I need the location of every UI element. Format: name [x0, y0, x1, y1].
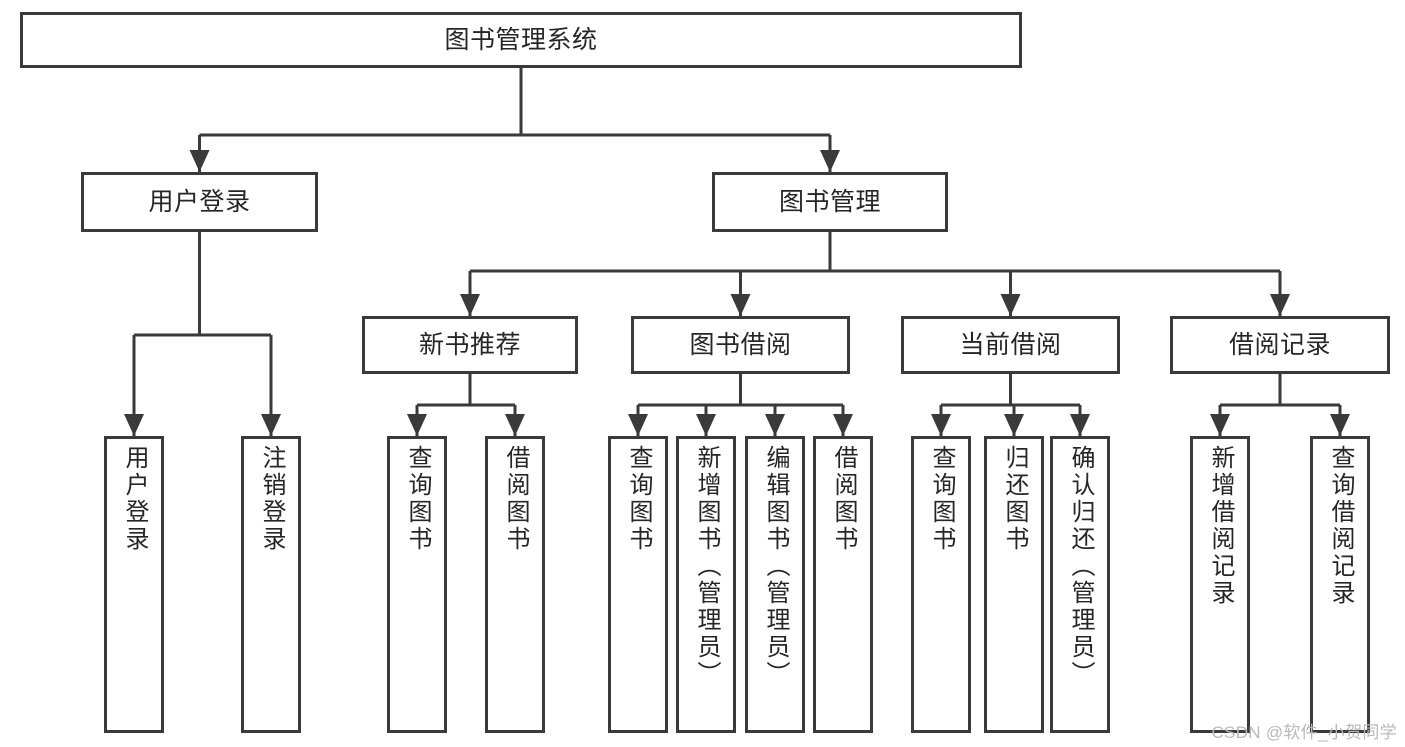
node-leaf9[interactable]: 查询图书	[911, 436, 971, 733]
node-label: 用户登录	[121, 445, 148, 553]
node-bookmgmt[interactable]: 图书管理	[712, 172, 948, 232]
arrowhead-leaf2	[261, 414, 281, 436]
node-label: 图书管理	[778, 188, 881, 216]
node-root[interactable]: 图书管理系统	[20, 12, 1022, 68]
node-label: 查询借阅记录	[1327, 445, 1354, 607]
node-label: 归还图书	[1001, 445, 1028, 553]
node-label: 借阅图书	[502, 445, 529, 553]
node-label: 新增图书（管理员）	[693, 445, 720, 688]
node-label: 查询图书	[625, 445, 652, 553]
arrowhead-records	[1270, 294, 1290, 316]
arrowhead-leaf12	[1210, 414, 1230, 436]
watermark-text: CSDN @软件_小贺同学	[1211, 723, 1397, 742]
node-label: 新书推荐	[418, 331, 521, 359]
node-label: 借阅图书	[830, 445, 857, 553]
node-leaf4[interactable]: 借阅图书	[485, 436, 545, 733]
node-leaf13[interactable]: 查询借阅记录	[1310, 436, 1370, 733]
node-leaf6[interactable]: 新增图书（管理员）	[676, 436, 736, 733]
node-leaf1[interactable]: 用户登录	[104, 436, 164, 733]
node-leaf11[interactable]: 确认归还（管理员）	[1050, 436, 1110, 733]
node-label: 借阅记录	[1228, 331, 1331, 359]
arrowhead-leaf8	[833, 414, 853, 436]
node-leaf2[interactable]: 注销登录	[241, 436, 301, 733]
arrowhead-leaf3	[407, 414, 427, 436]
node-leaf5[interactable]: 查询图书	[608, 436, 668, 733]
arrowhead-leaf11	[1070, 414, 1090, 436]
node-label: 用户登录	[148, 188, 251, 216]
node-label: 图书管理系统	[444, 26, 598, 54]
node-leaf3[interactable]: 查询图书	[387, 436, 447, 733]
arrowhead-leaf4	[505, 414, 525, 436]
arrowhead-bookmgmt	[820, 150, 840, 172]
node-leaf8[interactable]: 借阅图书	[813, 436, 873, 733]
node-leaf7[interactable]: 编辑图书（管理员）	[745, 436, 805, 733]
arrowhead-newbook	[460, 294, 480, 316]
node-label: 查询图书	[404, 445, 431, 553]
arrowhead-leaf6	[696, 414, 716, 436]
node-leaf12[interactable]: 新增借阅记录	[1190, 436, 1250, 733]
node-label: 注销登录	[258, 445, 285, 553]
arrowhead-leaf10	[1004, 414, 1024, 436]
node-label: 查询图书	[928, 445, 955, 553]
node-label: 编辑图书（管理员）	[762, 445, 789, 688]
arrowhead-login	[189, 150, 210, 172]
node-label: 图书借阅	[689, 331, 792, 359]
arrowhead-leaf1	[124, 414, 144, 436]
arrowhead-leaf5	[628, 414, 648, 436]
arrowhead-leaf7	[765, 414, 785, 436]
arrowhead-borrow	[730, 294, 751, 316]
node-borrow[interactable]: 图书借阅	[631, 316, 850, 374]
node-current[interactable]: 当前借阅	[901, 316, 1120, 374]
node-label: 当前借阅	[959, 331, 1062, 359]
node-label: 确认归还（管理员）	[1067, 445, 1094, 688]
node-label: 新增借阅记录	[1207, 445, 1234, 607]
node-login[interactable]: 用户登录	[81, 172, 318, 232]
arrowhead-current	[1000, 294, 1021, 316]
arrowhead-leaf9	[931, 414, 951, 436]
node-leaf10[interactable]: 归还图书	[984, 436, 1044, 733]
arrowhead-leaf13	[1330, 414, 1350, 436]
node-records[interactable]: 借阅记录	[1170, 316, 1390, 374]
node-newbook[interactable]: 新书推荐	[362, 316, 578, 374]
